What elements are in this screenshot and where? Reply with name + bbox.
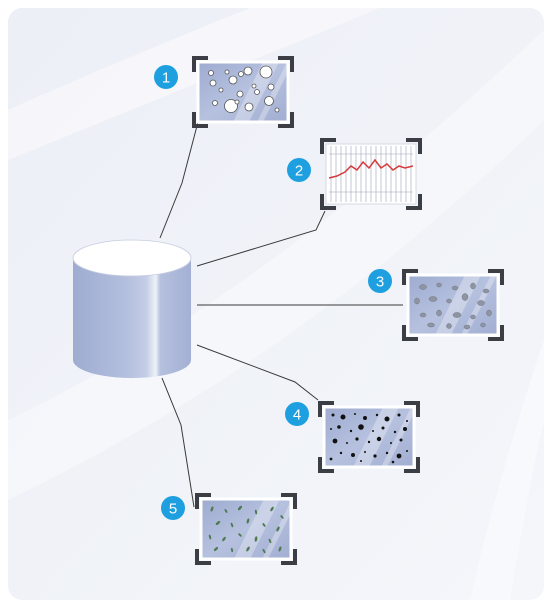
connector-line-1	[159, 121, 199, 239]
badge-2-label: 2	[295, 163, 303, 180]
chart-line	[328, 158, 414, 179]
badge-3: 3	[368, 269, 392, 293]
chart-grid	[329, 146, 413, 202]
green-flecks-panel-icon[interactable]	[195, 493, 298, 565]
badge-4-label: 4	[293, 407, 301, 424]
badge-1-label: 1	[162, 70, 170, 87]
connector-line-2	[196, 210, 326, 267]
database-cylinder-icon	[72, 239, 192, 378]
background-swoosh	[8, 8, 380, 160]
badge-2: 2	[287, 158, 311, 182]
grey-stones-panel-icon[interactable]	[402, 269, 504, 341]
badge-1: 1	[154, 65, 178, 89]
badge-5-label: 5	[169, 501, 177, 518]
connectors	[159, 121, 403, 508]
line-chart-panel-icon[interactable]	[320, 138, 422, 210]
connector-line-5	[161, 377, 195, 508]
connector-line-4	[196, 344, 319, 401]
background-swoosh	[8, 30, 544, 500]
badge-3-label: 3	[376, 274, 384, 291]
black-specks-panel-icon[interactable]	[318, 401, 420, 473]
bubbles-panel-icon[interactable]	[192, 56, 294, 128]
badge-4: 4	[285, 402, 309, 426]
badge-5: 5	[161, 496, 185, 520]
background-swoosh	[470, 340, 544, 600]
